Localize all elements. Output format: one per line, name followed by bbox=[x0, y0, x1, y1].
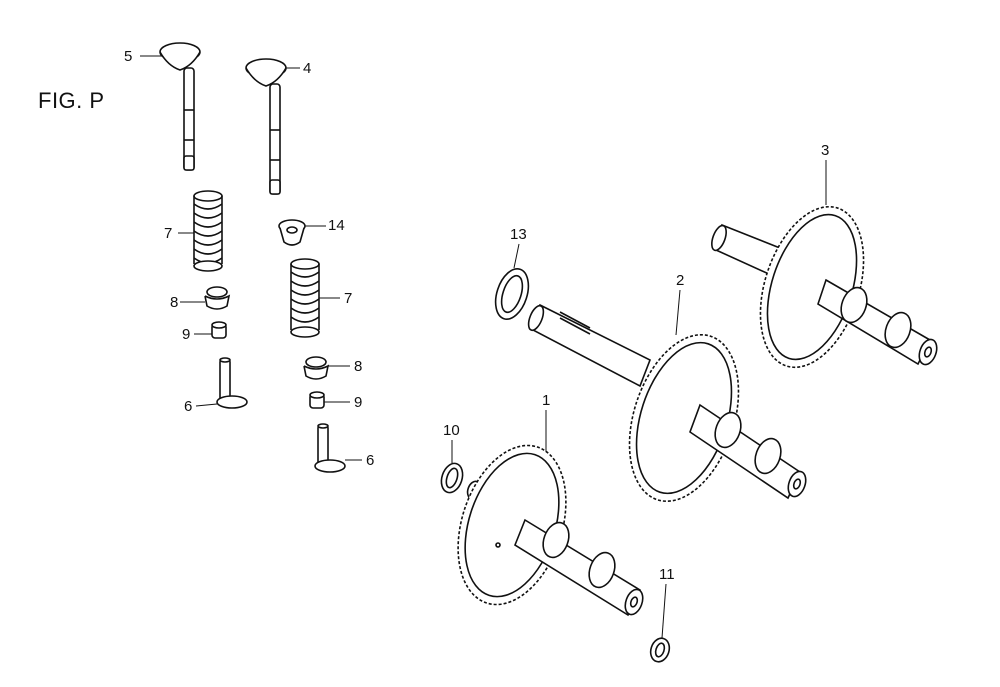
washer-part-11 bbox=[649, 637, 671, 663]
valve-exhaust-part-4 bbox=[245, 58, 287, 195]
callout-13: 13 bbox=[510, 226, 527, 243]
callout-6-left: 6 bbox=[184, 398, 193, 415]
callout-11: 11 bbox=[659, 566, 675, 583]
callout-8-left: 8 bbox=[170, 294, 179, 311]
callout-14: 14 bbox=[328, 217, 345, 234]
callout-7-left: 7 bbox=[164, 225, 173, 242]
callout-3: 3 bbox=[821, 142, 830, 159]
valve-collet-part-9-right bbox=[309, 391, 325, 409]
stem-seal-part-14 bbox=[278, 219, 306, 246]
camshaft-gear-part-3 bbox=[711, 205, 938, 369]
valve-collet-part-9-left bbox=[211, 321, 227, 339]
leader-lines bbox=[140, 55, 827, 639]
callout-1: 1 bbox=[542, 392, 551, 409]
callout-9-right: 9 bbox=[354, 394, 363, 411]
callout-10: 10 bbox=[443, 422, 460, 439]
callout-2: 2 bbox=[676, 272, 685, 289]
valve-intake-part-5 bbox=[159, 42, 201, 171]
callout-6-right: 6 bbox=[366, 452, 375, 469]
valve-spring-part-7-left bbox=[193, 190, 223, 272]
camshaft-gear-part-1 bbox=[457, 444, 644, 617]
callout-8-right: 8 bbox=[354, 358, 363, 375]
figure-title: FIG. P bbox=[38, 88, 105, 113]
spring-retainer-part-8-left bbox=[204, 286, 231, 310]
washer-part-10 bbox=[440, 462, 464, 494]
callout-9-left: 9 bbox=[182, 326, 191, 343]
camshaft-gear-part-2 bbox=[527, 303, 807, 503]
valve-tappet-part-6-right bbox=[314, 423, 346, 473]
valve-spring-part-7-right bbox=[290, 258, 320, 338]
callout-5: 5 bbox=[124, 48, 133, 65]
callout-7-right: 7 bbox=[344, 290, 353, 307]
spring-retainer-part-8-right bbox=[303, 356, 330, 380]
valve-tappet-part-6-left bbox=[216, 357, 248, 409]
callout-4: 4 bbox=[303, 60, 312, 77]
thrust-washer-part-13 bbox=[494, 268, 530, 320]
